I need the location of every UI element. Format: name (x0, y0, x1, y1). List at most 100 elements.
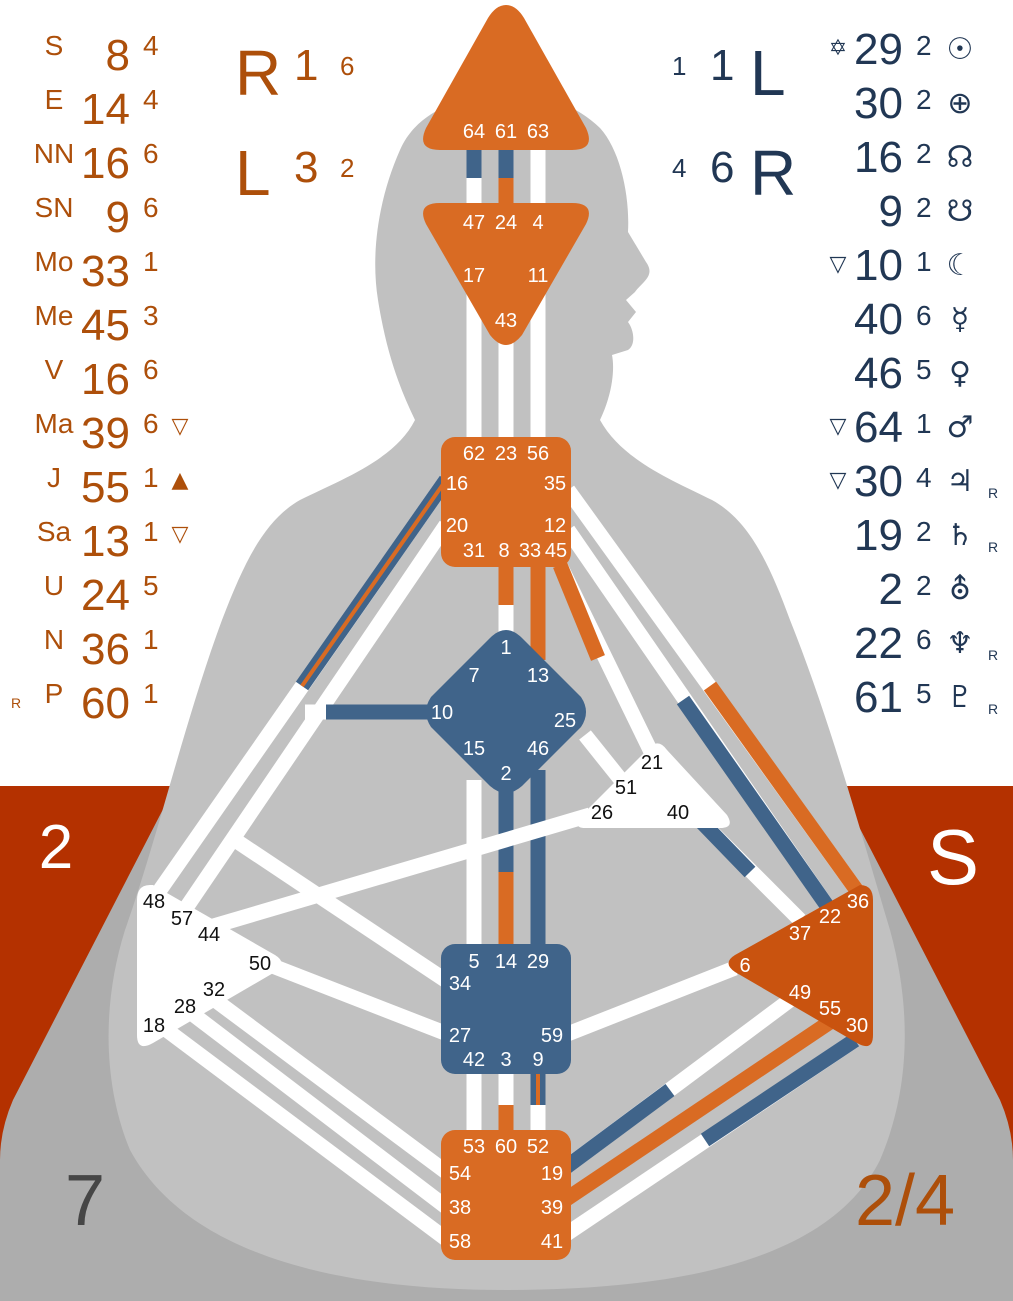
gate-label: 3 (500, 1049, 511, 1071)
gate-label: 46 (527, 738, 549, 760)
activation-line: 1 (143, 462, 159, 493)
variable-sub: 6 (340, 51, 354, 81)
gate-label: 11 (528, 265, 549, 287)
activation-line: 2 (916, 138, 932, 169)
gate-label: 34 (449, 973, 471, 995)
activation-gate: 13 (81, 517, 130, 566)
ego-center (577, 743, 730, 828)
activation-gate: 45 (81, 301, 130, 350)
activation-gate: 2 (879, 565, 903, 614)
gate-label: 16 (446, 473, 468, 495)
gate-label: 54 (449, 1163, 471, 1185)
activation-gate: 24 (81, 571, 130, 620)
gate-label: 36 (847, 891, 869, 913)
planet-key: U (44, 570, 64, 601)
activation-gate: 30 (854, 79, 903, 128)
gate-label: 20 (446, 515, 468, 537)
variable-letter: R (750, 137, 796, 209)
activation-gate: 16 (81, 139, 130, 188)
design-variables: R 1 6 L 3 2 (235, 37, 354, 209)
retrograde-mark: R (988, 539, 998, 555)
planet-icon: ☿ (951, 302, 969, 337)
planet-key: Sa (37, 516, 72, 547)
gate-label: 22 (819, 906, 841, 928)
activation-line: 1 (916, 246, 932, 277)
profile-label: 2/4 (855, 1161, 955, 1241)
activation-gate: 30 (854, 457, 903, 506)
gate-label: 37 (789, 923, 811, 945)
activation-gate: 61 (854, 673, 903, 722)
gate-label: 35 (544, 473, 566, 495)
spleen-center (137, 885, 282, 1047)
activation-line: 5 (916, 354, 932, 385)
gate-label: 55 (819, 998, 841, 1020)
gate-label: 17 (463, 265, 485, 287)
activation-line: 2 (916, 516, 932, 547)
activation-line: 1 (143, 624, 159, 655)
sacral-center (441, 944, 571, 1074)
activation-gate: 39 (81, 409, 130, 458)
planet-icon: ☋ (947, 194, 974, 229)
activation-line: 6 (916, 300, 932, 331)
planet-key: NN (34, 138, 74, 169)
g-center (426, 630, 586, 793)
gate-label: 40 (667, 802, 689, 824)
variable-letter: L (235, 137, 271, 209)
gate-label: 38 (449, 1197, 471, 1219)
activation-gate: 8 (106, 31, 130, 80)
gate-label: 64 (463, 121, 485, 143)
activation-line: 4 (916, 462, 932, 493)
gate-label: 63 (527, 121, 549, 143)
activation-gate: 22 (854, 619, 903, 668)
gate-label: 1 (500, 637, 511, 659)
fixation-mark: ▽ (172, 522, 189, 547)
activation-gate: 10 (854, 241, 903, 290)
planet-key: Ma (35, 408, 74, 439)
throat-center (441, 437, 571, 567)
gate-label: 26 (591, 802, 613, 824)
activation-gate: 40 (854, 295, 903, 344)
fixation-mark: ▽ (172, 414, 189, 439)
gate-label: 25 (554, 710, 576, 732)
gate-label: 48 (143, 891, 165, 913)
planet-icon: ☊ (947, 140, 974, 175)
strategy-label: S (927, 813, 979, 901)
activation-line: 5 (916, 678, 932, 709)
gate-label: 41 (541, 1231, 563, 1253)
activation-line: 4 (143, 30, 159, 61)
planet-icon: ☉ (947, 32, 974, 67)
fixation-mark: ▽ (830, 468, 847, 493)
solar-plexus-center (728, 885, 873, 1047)
activation-gate: 55 (81, 463, 130, 512)
activation-gate: 60 (81, 679, 130, 728)
activation-line: 6 (143, 192, 159, 223)
planet-icon: ⛢ (949, 572, 971, 607)
planet-key: Mo (35, 246, 74, 277)
channels (153, 150, 867, 1249)
activation-line: 2 (916, 84, 932, 115)
variable-letter: L (750, 37, 786, 109)
activation-line: 6 (916, 624, 932, 655)
gate-label: 24 (495, 212, 517, 234)
gate-label: 33 (519, 540, 541, 562)
gate-label: 45 (545, 540, 567, 562)
gate-label: 10 (431, 702, 453, 724)
retrograde-mark: R (988, 647, 998, 663)
gate-label: 5 (468, 951, 479, 973)
gate-label: 50 (249, 953, 271, 975)
activation-gate: 33 (81, 247, 130, 296)
gate-label: 12 (544, 515, 566, 537)
ajna-center (423, 203, 589, 345)
activation-gate: 14 (81, 85, 130, 134)
gate-label: 28 (174, 996, 196, 1018)
planet-icon: ☾ (947, 248, 974, 283)
gate-label: 2 (500, 763, 511, 785)
activation-line: 3 (143, 300, 159, 331)
activation-line: 2 (916, 192, 932, 223)
activation-line: 5 (143, 570, 159, 601)
variable-number: 1 (710, 41, 734, 90)
planet-icon: ⊕ (947, 86, 972, 121)
